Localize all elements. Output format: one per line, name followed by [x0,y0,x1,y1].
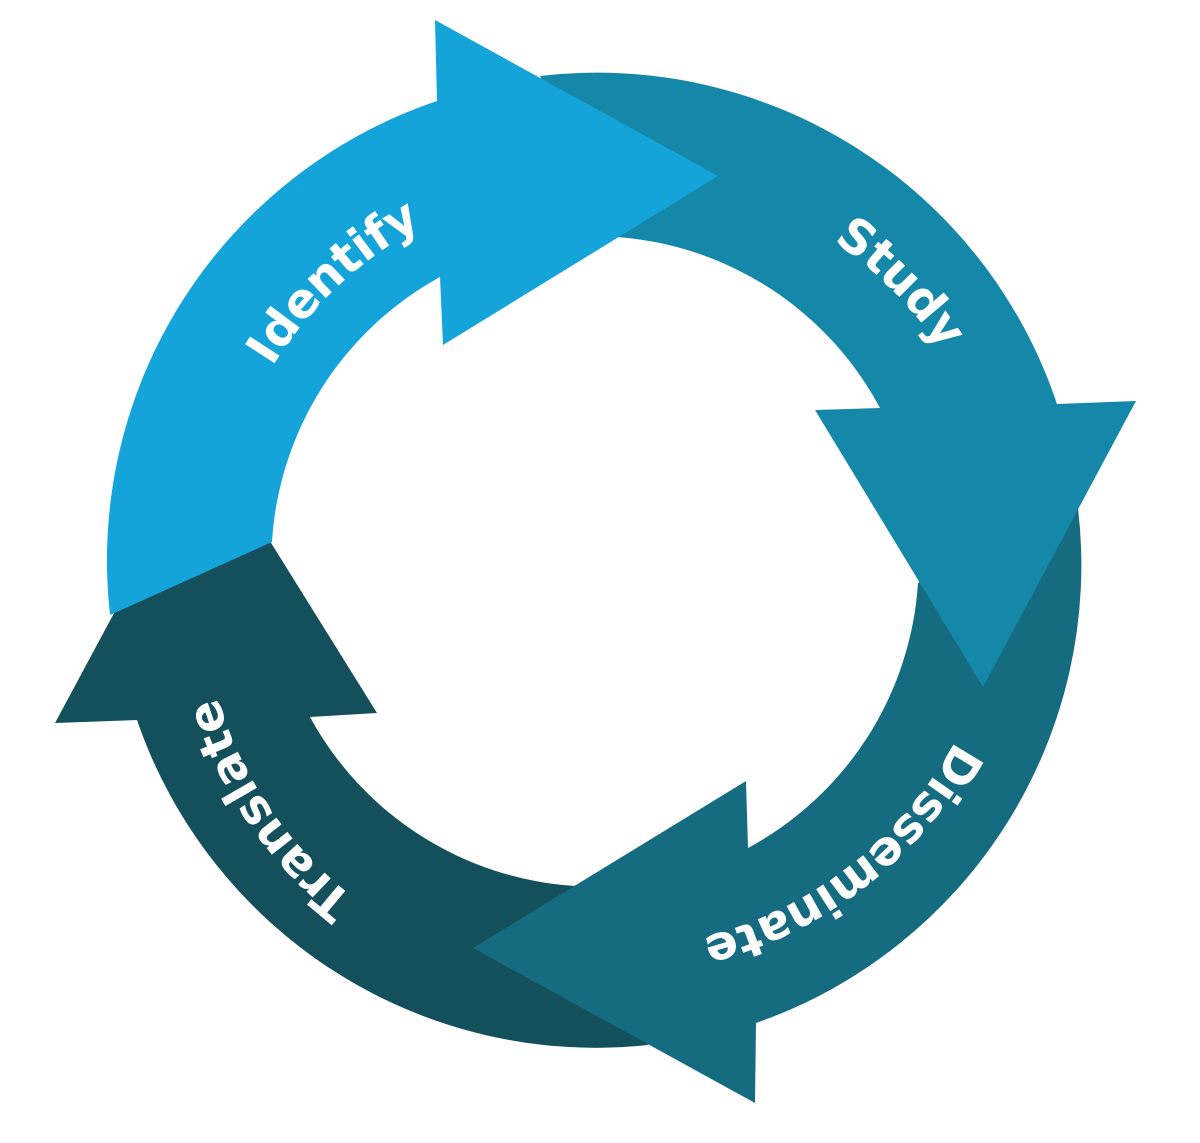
disseminate-arrow [473,508,1082,1103]
translate-arrow [55,440,648,1048]
identify-arrow [106,20,718,615]
study-arrow [540,72,1136,687]
